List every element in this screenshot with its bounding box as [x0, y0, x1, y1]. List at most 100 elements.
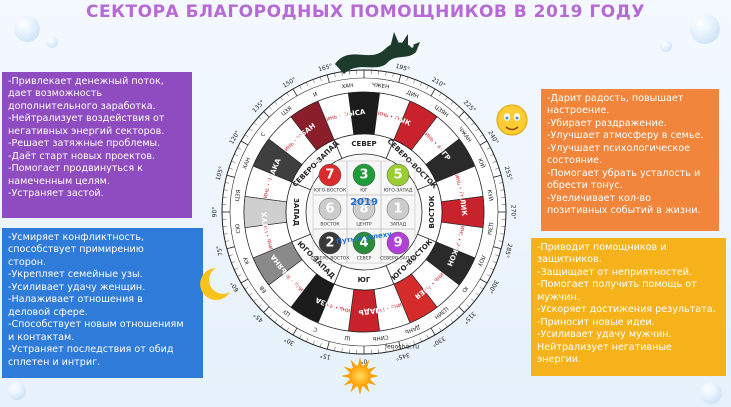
- degree-tick: [450, 319, 454, 323]
- purple-panel-line: -Привлекает денежный поток,: [8, 76, 164, 87]
- direction-divider: [417, 233, 437, 243]
- degree-label: 270°: [510, 205, 517, 219]
- direction-divider: [333, 265, 343, 285]
- degree-tick: [244, 286, 249, 290]
- degree-label: 90°: [212, 207, 219, 218]
- purple-panel-line: негативных энергий секторов.: [8, 125, 165, 137]
- letter-label: ЦУ: [282, 307, 292, 317]
- bubble-icon: [660, 40, 672, 52]
- grid-number-badge: [318, 197, 342, 221]
- degree-tick: [306, 82, 309, 87]
- letter-label: Ю: [460, 285, 468, 293]
- degree-tick: [458, 111, 465, 118]
- degree-tick: [274, 101, 278, 105]
- degree-tick: [249, 128, 253, 132]
- degree-label: 195°: [395, 63, 411, 74]
- degree-tick: [292, 88, 298, 97]
- grid-caption: СЕВЕРО-ЗАПАД: [380, 256, 416, 262]
- orange-panel-line: настроение.: [547, 105, 610, 117]
- degree-tick: [438, 327, 442, 332]
- degree-tick: [419, 337, 422, 342]
- degree-tick: [456, 106, 460, 110]
- degree-tick: [495, 254, 500, 257]
- yellow-panel-line: мужчин.: [537, 291, 580, 303]
- animal-label: КРЫСА: [336, 108, 366, 120]
- degree-tick: [413, 79, 416, 84]
- degree-tick: [319, 343, 322, 348]
- grid-caption: ВОСТОК: [320, 222, 340, 228]
- degree-tick: [226, 174, 235, 178]
- letter-label: ЧЖЕН: [372, 82, 390, 90]
- yellow-panel-line: защитников.: [537, 254, 602, 266]
- grid-number-badge: [386, 197, 410, 221]
- purple-panel-line: -Нейтрализует воздействия от: [8, 113, 165, 125]
- degree-label: 345°: [395, 351, 411, 362]
- degree-tick: [244, 134, 249, 138]
- purple-info-panel: -Привлекает денежный поток,дает возможно…: [2, 72, 192, 218]
- grid-caption: ЦЕНТР: [356, 222, 371, 228]
- letter-label: ДИН: [405, 90, 419, 100]
- letter-label: ЛОУ: [476, 254, 486, 268]
- degree-tick: [500, 189, 505, 191]
- degree-label: 45°: [252, 311, 264, 323]
- degree-tick: [479, 278, 488, 284]
- degree-tick: [492, 261, 497, 264]
- letter-label: ЦЗЯ: [235, 189, 242, 201]
- degree-label: 0°: [361, 358, 368, 365]
- degree-tick: [498, 182, 503, 184]
- degree-tick: [312, 79, 315, 84]
- animal-label: ПЕТУХ: [260, 211, 271, 239]
- grid-caption: ЮГО-ЗАПАД: [384, 188, 413, 194]
- degree-tick: [500, 233, 505, 235]
- site-label: fenochui.ru: [385, 344, 419, 351]
- yellow-panel-line: -Защищает от неприятностей.: [537, 266, 693, 278]
- degree-tick: [292, 327, 298, 336]
- degree-tick: [240, 278, 249, 284]
- blue-panel-line: -Усмиряет конфликтность,: [8, 232, 145, 243]
- letter-label: И: [313, 92, 319, 99]
- blue-panel-line: -Устраняет последствия от обид: [8, 344, 174, 356]
- yellow-panel-line: -Помогает получить помощь от: [537, 279, 697, 291]
- degree-tick: [223, 189, 228, 191]
- degree-tick: [268, 106, 272, 110]
- degree-tick: [234, 267, 239, 270]
- letter-label: Ш: [344, 334, 351, 341]
- degree-tick: [253, 298, 257, 302]
- bubble-icon: [690, 14, 720, 44]
- grid-caption: СЕВЕРО-ВОСТОК: [310, 256, 350, 262]
- purple-panel-line: -Помогает продвинуться к: [8, 163, 143, 175]
- degree-tick: [466, 304, 470, 308]
- letter-label: СИНЬ: [372, 333, 389, 341]
- degree-tick: [479, 140, 488, 146]
- degree-tick: [326, 341, 330, 350]
- purple-panel-line: дополнительного заработка.: [8, 100, 156, 112]
- degree-tick: [280, 323, 284, 327]
- yellow-panel-line: Нейтрализует негативные: [537, 341, 672, 353]
- blue-panel-line: деловой сфере.: [8, 306, 88, 318]
- letter-label: С: [260, 132, 267, 139]
- degree-tick: [489, 154, 494, 157]
- degree-tick: [286, 327, 290, 332]
- degree-tick: [392, 346, 394, 351]
- orange-panel-line: позитивных событий в жизни.: [547, 205, 701, 217]
- grid-number: 5: [393, 168, 402, 183]
- direction-divider: [385, 265, 395, 285]
- degree-tick: [438, 92, 442, 97]
- direction-label: СЕВЕР: [351, 140, 376, 148]
- grid-number-badge: [352, 197, 376, 221]
- direction-divider: [291, 233, 311, 243]
- purple-panel-line: -Устраняет застой.: [8, 188, 104, 200]
- direction-label: ВОСТОК: [428, 195, 436, 228]
- degree-tick: [430, 88, 436, 97]
- degree-tick: [263, 306, 270, 313]
- degree-tick: [253, 122, 257, 126]
- grid-number-badge: [318, 231, 342, 255]
- bubble-icon: [700, 382, 722, 404]
- degree-tick: [493, 174, 502, 178]
- degree-tick: [385, 348, 387, 353]
- direction-divider: [291, 181, 311, 191]
- grid-caption: ЗАПАД: [390, 222, 406, 228]
- degree-tick: [341, 348, 343, 353]
